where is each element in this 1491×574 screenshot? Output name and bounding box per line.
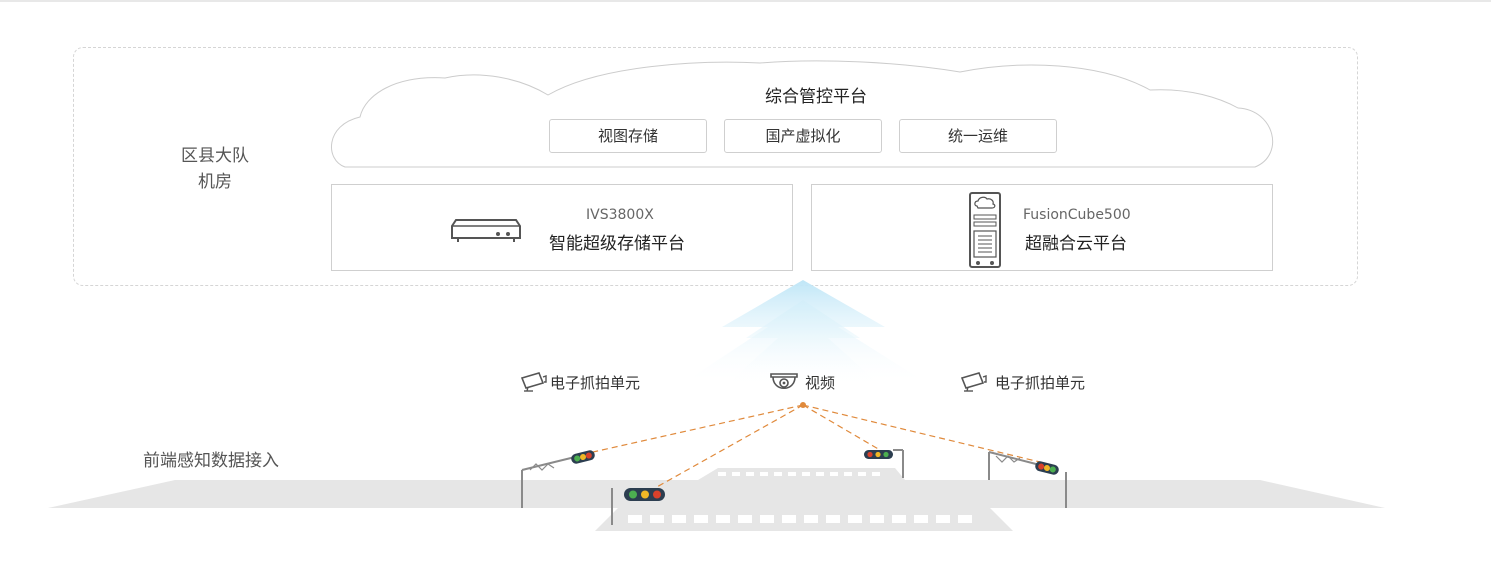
platform-box-left: IVS3800X 智能超级存储平台 bbox=[331, 184, 793, 271]
cloud-item-virtualization: 国产虚拟化 bbox=[724, 119, 882, 153]
crosswalk-far bbox=[698, 468, 905, 480]
traffic-light-pole-left bbox=[521, 450, 595, 508]
machine-room-label-line2: 机房 bbox=[198, 172, 232, 192]
crosswalk-near-stripes bbox=[628, 515, 972, 523]
capture-unit-label-left: 电子抓拍单元 bbox=[550, 374, 641, 392]
traffic-light-pole-right bbox=[988, 451, 1067, 508]
machine-room-label: 区县大队 机房 bbox=[150, 143, 280, 195]
traffic-light-pole-front bbox=[611, 488, 665, 525]
frontend-access-label: 前端感知数据接入 bbox=[143, 451, 279, 471]
capture-camera-icon bbox=[519, 370, 547, 396]
road-ground bbox=[48, 480, 1385, 508]
server-cabinet-icon bbox=[968, 191, 1002, 273]
cloud-item-storage: 视图存储 bbox=[549, 119, 707, 153]
platform-left-model: IVS3800X bbox=[586, 207, 654, 223]
top-divider bbox=[0, 0, 1491, 2]
crosswalk-far-stripes bbox=[718, 472, 880, 476]
traffic-light-pole-far bbox=[864, 449, 904, 478]
machine-room-frame bbox=[73, 47, 1358, 286]
machine-room-label-line1: 区县大队 bbox=[181, 146, 249, 166]
platform-right-name: 超融合云平台 bbox=[1025, 234, 1127, 254]
cloud-item-operations: 统一运维 bbox=[899, 119, 1057, 153]
platform-right-model: FusionCube500 bbox=[1023, 207, 1131, 223]
upward-arrow-inner bbox=[726, 300, 880, 385]
capture-unit-label-right: 电子抓拍单元 bbox=[995, 374, 1086, 392]
link-hub bbox=[800, 402, 806, 408]
server-rack-icon bbox=[450, 218, 522, 248]
data-links bbox=[592, 404, 1041, 489]
capture-camera-icon-right bbox=[959, 370, 987, 396]
video-label: 视频 bbox=[805, 374, 836, 392]
dome-camera-icon bbox=[769, 368, 799, 398]
cloud-title: 综合管控平台 bbox=[765, 87, 867, 107]
platform-box-right: FusionCube500 超融合云平台 bbox=[811, 184, 1273, 271]
platform-left-name: 智能超级存储平台 bbox=[549, 234, 685, 254]
